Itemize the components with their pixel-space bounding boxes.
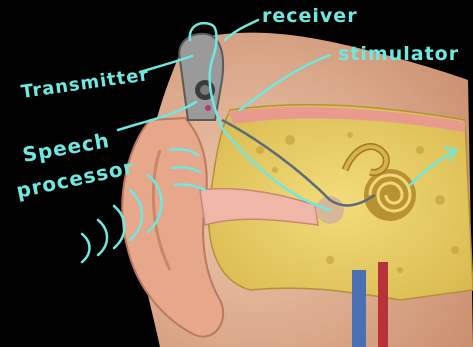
- label-receiver: receiver: [262, 5, 358, 27]
- blood-vessel-red: [378, 262, 388, 347]
- sound-wave-2: [98, 220, 107, 255]
- sound-wave-1: [82, 234, 90, 262]
- label-stimulator: stimulator: [338, 43, 459, 65]
- label-transmitter: Transmitter: [20, 64, 151, 103]
- blood-vessel-blue: [352, 270, 366, 347]
